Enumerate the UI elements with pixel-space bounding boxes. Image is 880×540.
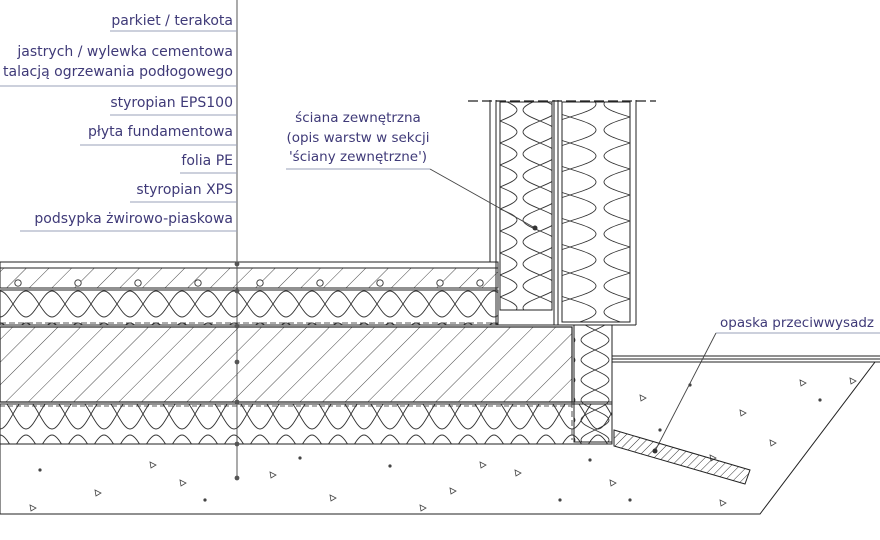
aggregate-mark — [298, 456, 302, 460]
opaska-leader — [654, 332, 717, 452]
aggregate-mark — [558, 498, 562, 502]
aggregate-mark — [94, 489, 102, 497]
label-jastrych: jastrych / wylewka cementowa — [16, 44, 233, 60]
label-folia: folia PE — [181, 153, 233, 169]
leader-dot — [234, 359, 240, 365]
aggregate-mark — [269, 471, 277, 479]
foundation-slab — [0, 326, 573, 403]
heating-pipe — [134, 279, 142, 287]
heating-pipe — [476, 279, 484, 287]
aggregate-mark — [818, 398, 822, 402]
heating-pipe — [74, 279, 82, 287]
eps100-insulation-layer — [0, 289, 499, 326]
label-parkiet: parkiet / terakota — [111, 13, 233, 29]
heating-pipe — [436, 279, 444, 287]
aggregate-mark — [739, 409, 747, 417]
aggregate-mark — [719, 499, 727, 507]
aggregate-mark — [149, 461, 157, 469]
label-xps: styropian XPS — [136, 182, 233, 198]
aggregate-mark — [479, 461, 487, 469]
parquet-layer — [0, 261, 499, 269]
aggregate-mark — [639, 394, 647, 402]
aggregate-mark — [849, 377, 857, 385]
aggregate-mark — [419, 504, 427, 512]
label-opaska: opaska przeciwwysadz — [720, 315, 874, 331]
xps-insulation-layer — [0, 403, 613, 445]
heating-pipe — [256, 279, 264, 287]
exterior-wall — [468, 100, 656, 326]
aggregate-mark — [329, 494, 337, 502]
aggregate-mark — [179, 479, 187, 487]
screed-layer — [0, 267, 499, 289]
heating-pipe — [376, 279, 384, 287]
wall-note-line2: (opis warstw w sekcji — [286, 130, 429, 146]
leader-dot — [234, 441, 240, 447]
label-podsypka: podsypka żwirowo-piaskowa — [34, 211, 233, 227]
label-ogrzewanie: talacją ogrzewania podłogowego — [3, 64, 233, 80]
wall-note-line1: ściana zewnętrzna — [295, 110, 421, 126]
aggregate-mark — [799, 379, 807, 387]
label-eps100: styropian EPS100 — [110, 95, 233, 111]
frost-protection-insulation — [613, 429, 751, 485]
heating-pipe — [194, 279, 202, 287]
aggregate-mark — [29, 504, 37, 512]
slab-edge-insulation — [573, 324, 613, 443]
leader-dot — [234, 288, 240, 294]
heating-pipes — [14, 279, 484, 287]
aggregate-mark — [769, 439, 777, 447]
aggregate-mark — [514, 469, 522, 477]
aggregate-mark — [609, 479, 617, 487]
leader-dot — [234, 399, 240, 405]
label-underlines — [0, 30, 237, 232]
wall-note-leader — [429, 168, 536, 229]
aggregate-mark — [449, 487, 457, 495]
heating-pipe — [14, 279, 22, 287]
aggregate-mark — [628, 498, 632, 502]
wall-note-leader-dot — [532, 225, 538, 231]
aggregate-mark — [203, 498, 207, 502]
leader-dot — [234, 475, 240, 481]
heating-pipe — [316, 279, 324, 287]
wall-note-line3: 'ściany zewnętrzne') — [289, 149, 427, 165]
opaska-leader-dot — [652, 448, 658, 454]
aggregate-mark — [388, 464, 392, 468]
leader-dot — [234, 261, 240, 267]
aggregate-mark — [588, 458, 592, 462]
leader-dots — [234, 261, 240, 481]
aggregate-mark — [38, 468, 42, 472]
aggregate-mark — [658, 428, 662, 432]
leader-dot — [234, 323, 240, 329]
label-plyta: płyta fundamentowa — [88, 124, 233, 140]
